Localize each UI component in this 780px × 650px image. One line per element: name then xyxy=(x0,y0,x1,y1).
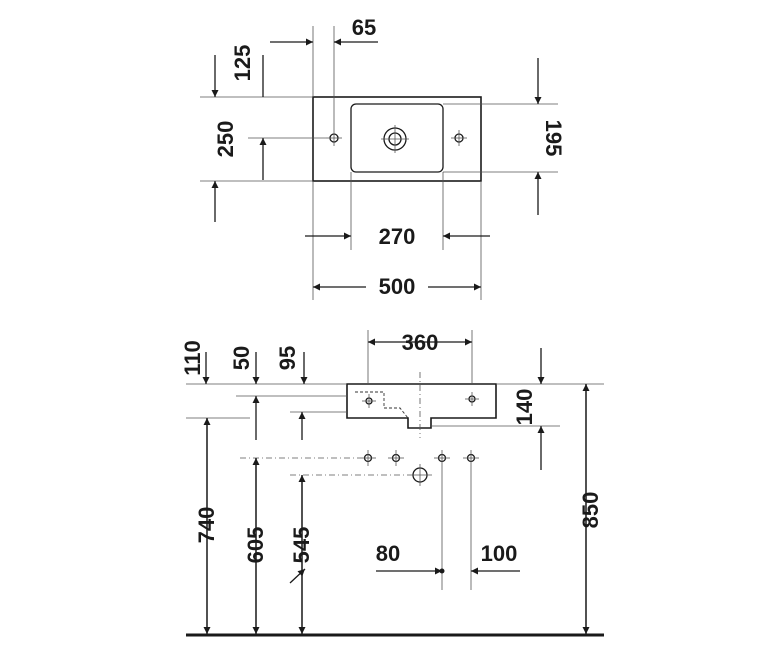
tap-hole-right-icon xyxy=(451,130,467,146)
supply-connections xyxy=(360,450,479,486)
dim-rim-height: 850 xyxy=(578,492,603,529)
basin-top-outline xyxy=(312,96,482,182)
basin-front-outline xyxy=(346,383,497,429)
top-view: 65 125 250 195 270 500 xyxy=(200,15,566,300)
bowl-outline xyxy=(350,103,444,173)
dim-bowl-width: 360 xyxy=(402,330,439,355)
dim-top-110: 110 xyxy=(180,340,205,376)
dim-height-605: 605 xyxy=(243,527,268,564)
dim-left-80: 80 xyxy=(376,541,400,566)
dim-inner-width: 270 xyxy=(379,224,416,249)
dim-height-740: 740 xyxy=(194,507,219,544)
dim-depth-offset: 125 xyxy=(230,45,255,82)
dim-height-140: 140 xyxy=(512,389,537,426)
tap-hole-front-right-icon xyxy=(465,392,479,406)
tap-hole-left-icon xyxy=(326,130,342,146)
dim-hole-offset: 65 xyxy=(352,15,376,40)
dim-top-50: 50 xyxy=(229,346,254,370)
dim-width: 500 xyxy=(379,274,416,299)
dim-height-545: 545 xyxy=(289,527,314,564)
tap-hole-front-left-icon xyxy=(362,394,376,408)
bowl-hidden-line xyxy=(355,391,409,419)
front-view: 110 50 95 360 140 850 740 605 545 80 100 xyxy=(180,330,604,637)
dim-right-100: 100 xyxy=(481,541,518,566)
dim-depth: 250 xyxy=(213,121,238,158)
dim-inner-depth: 195 xyxy=(541,120,566,157)
dim-top-95: 95 xyxy=(275,346,300,370)
drain-icon xyxy=(381,125,409,153)
